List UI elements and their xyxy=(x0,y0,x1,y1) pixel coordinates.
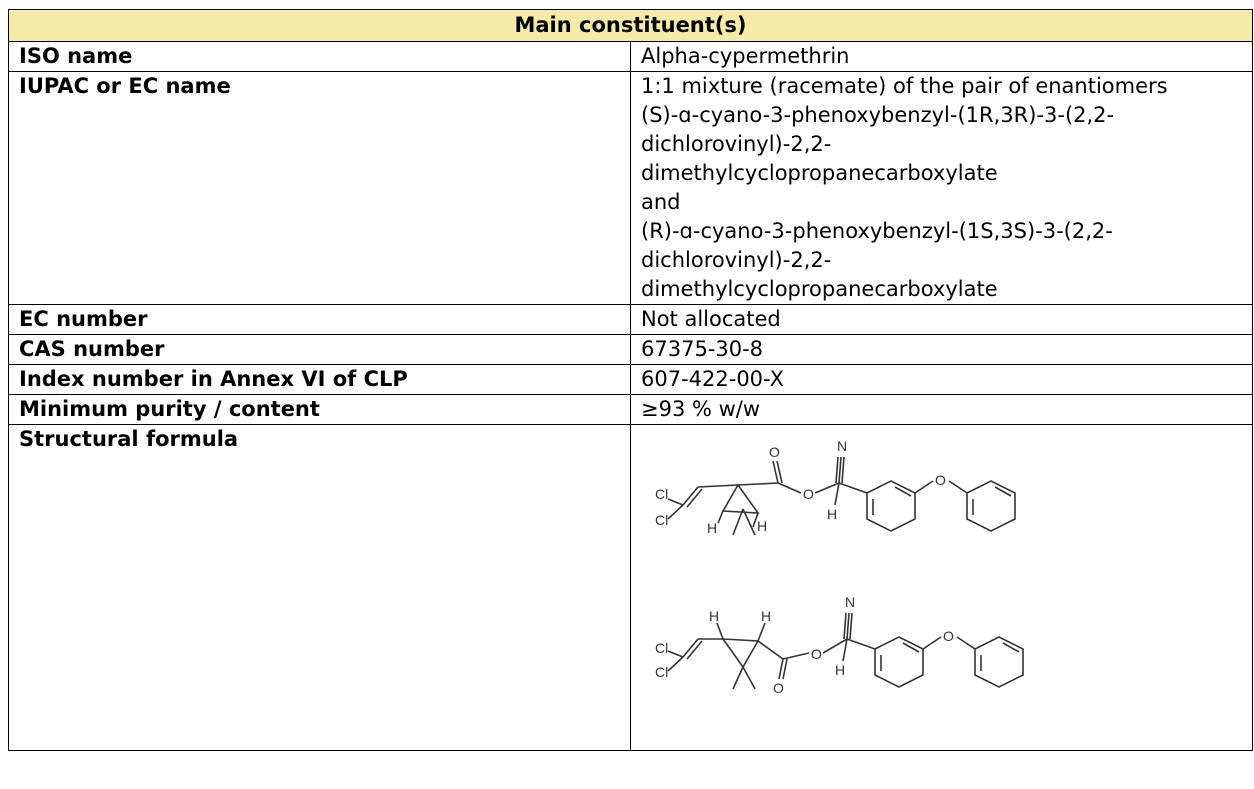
table-row: EC number Not allocated xyxy=(8,304,1253,335)
value-line: 67375-30-8 xyxy=(641,337,764,361)
value-line: 1:1 mixture (racemate) of the pair of en… xyxy=(641,74,1168,98)
value-line: dimethylcyclopropanecarboxylate xyxy=(641,161,998,185)
atom-o: O xyxy=(935,472,946,488)
value-line: dichlorovinyl)-2,2- xyxy=(641,132,832,156)
atom-h: H xyxy=(707,520,717,536)
atom-cl: Cl xyxy=(655,512,668,528)
table-row: CAS number 67375-30-8 xyxy=(8,334,1253,365)
atom-n: N xyxy=(837,438,847,454)
row-value: Cl Cl H H O O N H O Cl Cl H H O xyxy=(630,424,1253,751)
atom-h: H xyxy=(827,506,837,522)
table-row: Structural formula xyxy=(8,424,1253,751)
atom-o: O xyxy=(811,646,822,662)
table-header: Main constituent(s) xyxy=(8,9,1253,42)
atom-o: O xyxy=(769,444,780,460)
row-value: ≥93 % w/w xyxy=(630,394,1253,425)
atom-cl: Cl xyxy=(655,640,668,656)
atom-h: H xyxy=(709,608,719,624)
table-row: ISO name Alpha-cypermethrin xyxy=(8,41,1253,72)
atom-h: H xyxy=(835,662,845,678)
row-label: CAS number xyxy=(8,334,631,365)
table-row: IUPAC or EC name 1:1 mixture (racemate) … xyxy=(8,71,1253,305)
table-row: Minimum purity / content ≥93 % w/w xyxy=(8,394,1253,425)
atom-cl: Cl xyxy=(655,664,668,680)
value-line: (R)-ɑ-cyano-3-phenoxybenzyl-(1S,3S)-3-(2… xyxy=(641,219,1113,243)
table-row: Index number in Annex VI of CLP 607-422-… xyxy=(8,364,1253,395)
atom-cl: Cl xyxy=(655,486,668,502)
value-line: 607-422-00-X xyxy=(641,367,784,391)
row-label: ISO name xyxy=(8,41,631,72)
structural-formula-drawing: Cl Cl H H O O N H O Cl Cl H H O xyxy=(655,438,1024,696)
row-value: 607-422-00-X xyxy=(630,364,1253,395)
value-line: Alpha-cypermethrin xyxy=(641,44,850,68)
row-label: Structural formula xyxy=(8,424,631,751)
constituent-table: Main constituent(s) ISO name Alpha-cyper… xyxy=(8,9,1253,751)
row-value: Not allocated xyxy=(630,304,1253,335)
atom-labels: Cl Cl H H O O N H O Cl Cl H H O xyxy=(655,438,954,696)
atom-o: O xyxy=(803,486,814,502)
atom-o: O xyxy=(943,628,954,644)
value-line: dimethylcyclopropanecarboxylate xyxy=(641,277,998,301)
atom-h: H xyxy=(761,608,771,624)
atom-n: N xyxy=(845,594,855,610)
row-label: EC number xyxy=(8,304,631,335)
row-label: Minimum purity / content xyxy=(8,394,631,425)
row-value: 1:1 mixture (racemate) of the pair of en… xyxy=(630,71,1253,305)
atom-o: O xyxy=(773,680,784,696)
row-value: 67375-30-8 xyxy=(630,334,1253,365)
value-line: ≥93 % w/w xyxy=(641,397,761,421)
value-line: (S)-ɑ-cyano-3-phenoxybenzyl-(1R,3R)-3-(2… xyxy=(641,103,1115,127)
atom-h: H xyxy=(757,518,767,534)
value-line: and xyxy=(641,190,681,214)
value-line: dichlorovinyl)-2,2- xyxy=(641,248,832,272)
structural-formula-image: Cl Cl H H O O N H O Cl Cl H H O xyxy=(643,427,1163,749)
value-line: Not allocated xyxy=(641,307,781,331)
row-label: Index number in Annex VI of CLP xyxy=(8,364,631,395)
row-value: Alpha-cypermethrin xyxy=(630,41,1253,72)
row-label: IUPAC or EC name xyxy=(8,71,631,305)
